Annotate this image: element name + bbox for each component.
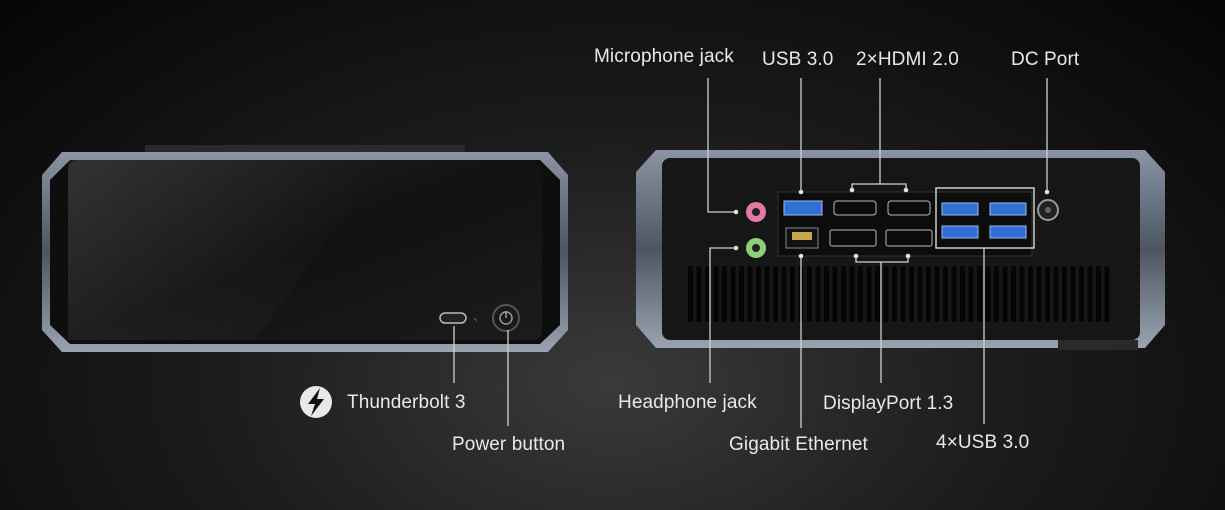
label-usb30: USB 3.0: [762, 49, 834, 70]
vent-slot: [1079, 266, 1084, 322]
vent-slot: [985, 266, 991, 322]
vent-slot: [875, 266, 880, 322]
usb30-port-a: [941, 202, 979, 216]
label-power-button: Power button: [452, 434, 566, 455]
front-device: ϟ: [42, 145, 568, 352]
vent-slot: [1062, 266, 1067, 322]
vent-slot: [1045, 266, 1050, 322]
vent-slot: [1053, 266, 1059, 322]
label-thunderbolt: Thunderbolt 3: [347, 392, 466, 413]
vent-slot: [1096, 266, 1101, 322]
thunderbolt-icon: [300, 386, 332, 418]
callout-lines: [453, 78, 1048, 428]
vent-slot: [730, 266, 736, 322]
vent-slot: [764, 266, 770, 322]
vent-slot: [1028, 266, 1033, 322]
vent-slot: [926, 266, 931, 322]
vent-slot: [815, 266, 821, 322]
vent-slot: [849, 266, 855, 322]
label-gigabit-ethernet: Gigabit Ethernet: [729, 434, 868, 455]
vent-slot: [824, 266, 829, 322]
usb30-port-d: [989, 225, 1027, 239]
vent-slot: [773, 266, 778, 322]
vent-slot: [994, 266, 999, 322]
vent-slot: [696, 266, 702, 322]
vent-slot: [968, 266, 974, 322]
vent-slot: [790, 266, 795, 322]
vent-slot: [1104, 266, 1110, 322]
vent-slot: [705, 266, 710, 322]
vent-slot: [900, 266, 906, 322]
vent-slot: [951, 266, 957, 322]
usb30-port-c: [941, 225, 979, 239]
vent-slot: [934, 266, 940, 322]
vent-slot: [1070, 266, 1076, 322]
vent-slot: [892, 266, 897, 322]
label-headphone-jack: Headphone jack: [618, 392, 757, 413]
vent-grille: [688, 266, 1110, 322]
vent-slot: [1019, 266, 1025, 322]
vent-slot: [1087, 266, 1093, 322]
vent-slot: [713, 266, 719, 322]
vent-slot: [756, 266, 761, 322]
vent-slot: [688, 266, 693, 322]
displayport-2: [885, 229, 933, 247]
vent-slot: [943, 266, 948, 322]
vent-slot: [866, 266, 872, 322]
label-microphone-jack: Microphone jack: [594, 46, 734, 67]
vent-slot: [1002, 266, 1008, 322]
svg-text:ϟ: ϟ: [474, 318, 478, 324]
vent-slot: [1011, 266, 1016, 322]
vent-slot: [977, 266, 982, 322]
usb30-port: [783, 200, 823, 216]
vent-slot: [832, 266, 838, 322]
vent-slot: [909, 266, 914, 322]
vent-slot: [858, 266, 863, 322]
vent-slot: [841, 266, 846, 322]
label-hdmi: 2×HDMI 2.0: [856, 49, 959, 70]
vent-slot: [747, 266, 753, 322]
vent-slot: [722, 266, 727, 322]
hdmi-port-2: [887, 200, 931, 216]
hdmi-port-1: [833, 200, 877, 216]
vent-slot: [917, 266, 923, 322]
vent-slot: [960, 266, 965, 322]
vent-slot: [807, 266, 812, 322]
vent-slot: [781, 266, 787, 322]
vent-slot: [1036, 266, 1042, 322]
usb30-port-b: [989, 202, 1027, 216]
vent-slot: [739, 266, 744, 322]
label-dc-port: DC Port: [1011, 49, 1080, 70]
label-displayport: DisplayPort 1.3: [823, 393, 954, 414]
displayport-1: [829, 229, 877, 247]
back-device: [636, 150, 1165, 350]
vent-slot: [883, 266, 889, 322]
thunderbolt-port: [439, 312, 467, 324]
label-usb30-x4: 4×USB 3.0: [936, 432, 1030, 453]
